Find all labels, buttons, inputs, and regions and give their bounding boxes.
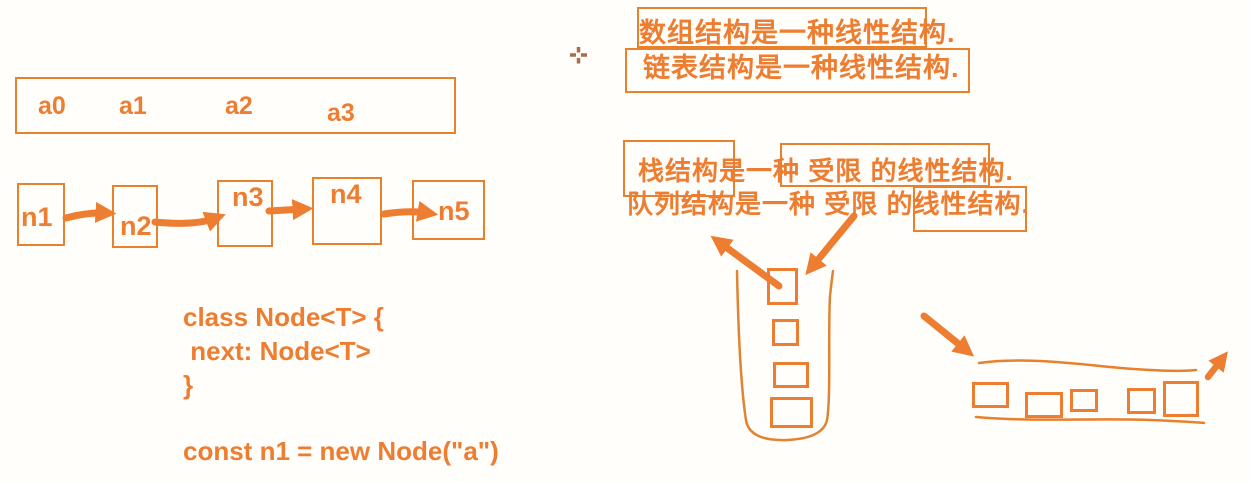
note-frame-queue-linear	[913, 186, 1027, 232]
stack-item-box-2	[772, 319, 799, 346]
list-node-box-n2	[112, 185, 158, 248]
list-node-box-n4	[312, 177, 382, 245]
list-node-box-n3	[217, 180, 273, 247]
queue-item-box-3	[1070, 389, 1098, 412]
queue-item-box-2	[1025, 392, 1063, 418]
queue-item-box-4	[1127, 388, 1156, 414]
array-box	[15, 77, 456, 134]
stack-item-box-1	[767, 268, 798, 305]
note-frame-array-linear	[637, 7, 927, 48]
stack-item-box-4	[770, 397, 813, 428]
note-frame-stack	[623, 140, 735, 197]
stack-item-box-3	[773, 362, 809, 388]
queue-item-box-5	[1163, 381, 1199, 417]
queue-item-box-1	[972, 382, 1009, 408]
note-frame-list-linear	[625, 48, 970, 93]
note-frame-restricted	[780, 143, 990, 187]
list-node-box-n1	[17, 183, 65, 246]
list-node-box-n5	[412, 180, 485, 240]
